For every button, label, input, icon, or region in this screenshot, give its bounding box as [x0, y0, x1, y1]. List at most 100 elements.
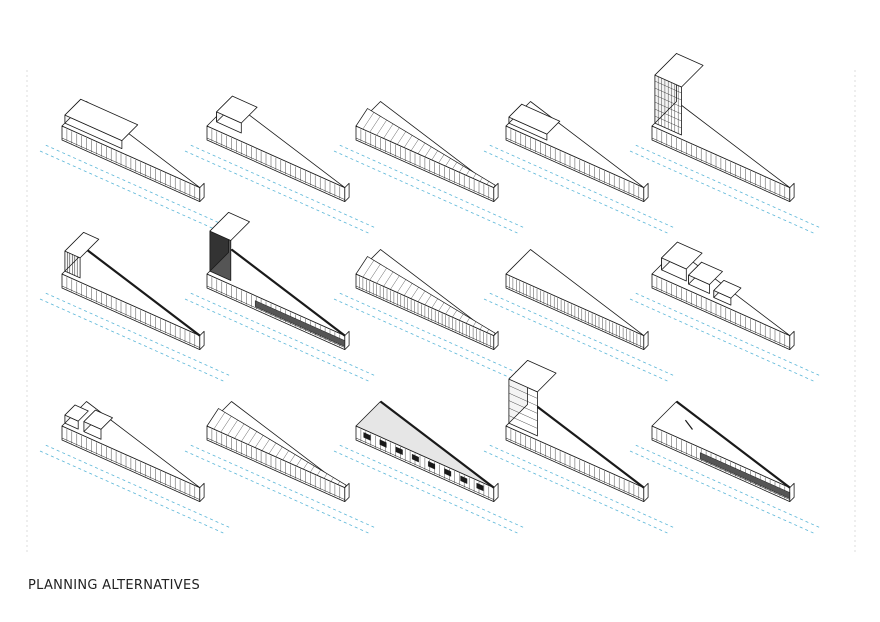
house-1-top: [64, 404, 89, 422]
alternative-model-5: [629, 53, 820, 234]
checker-window: [444, 468, 452, 477]
ridge-rib: [241, 427, 251, 442]
slab-end-face: [789, 482, 795, 503]
ridge-rib: [417, 142, 426, 154]
plinth-line: [505, 137, 644, 200]
alternative-model-9: [483, 249, 674, 382]
ridge-rib: [438, 302, 445, 312]
ridge-rib: [466, 317, 470, 324]
ridge-rib: [362, 260, 375, 278]
plinth-line: [355, 285, 494, 348]
plinth-line: [61, 137, 200, 200]
slab-end-face: [493, 330, 499, 351]
tower-floor: [508, 415, 538, 429]
ridge-rib: [261, 439, 270, 451]
ridge-rib: [310, 465, 315, 473]
alternative-model-4: [483, 101, 674, 234]
ridge-rib: [452, 310, 458, 318]
tower-transom: [654, 108, 682, 122]
slab-end-face: [643, 182, 649, 203]
ridge-rib: [323, 473, 328, 479]
slab-end-face: [643, 482, 649, 503]
ridge-rib: [376, 119, 387, 136]
plinth-line: [206, 137, 345, 200]
ridge-rib: [268, 442, 277, 454]
ridge-slope: [355, 108, 496, 188]
ridge-rib: [472, 173, 477, 179]
ridge-rib: [330, 477, 334, 482]
ridge-heavy-line: [675, 400, 791, 489]
ridge-heavy-line: [379, 400, 495, 489]
folded-head-top: [216, 95, 258, 124]
slab-end-face: [199, 482, 205, 503]
ridge-rib: [424, 294, 432, 305]
alternative-model-15: [629, 400, 820, 534]
tower-top: [654, 53, 704, 88]
slab-end-face: [643, 330, 649, 351]
tower-transom: [654, 101, 682, 115]
house-2-top: [83, 409, 113, 430]
alternative-model-14: [483, 359, 674, 534]
tower-floor: [508, 385, 538, 399]
box-2-top: [688, 261, 723, 285]
ridge-rib: [410, 139, 419, 151]
ridge-rib: [452, 162, 458, 170]
block-1-top: [508, 103, 561, 135]
diagram-caption: PLANNING ALTERNATIVES: [28, 578, 201, 593]
checker-window: [476, 482, 484, 492]
ridge-rib: [479, 325, 483, 330]
ridge-rib: [417, 290, 426, 302]
plinth-line: [206, 285, 345, 348]
tower-transom: [654, 115, 682, 129]
ridge-rib: [431, 150, 438, 160]
alternative-model-12: [184, 401, 375, 534]
ridge-rib: [445, 158, 451, 167]
tower-transom: [654, 94, 682, 108]
slab-end-face: [344, 482, 350, 503]
slab-end-face: [199, 182, 205, 203]
ridge-rib: [472, 321, 477, 327]
slab-end-face: [789, 182, 795, 203]
plinth-line: [505, 437, 644, 500]
plinth-line: [355, 437, 494, 500]
ridge-slope: [206, 408, 347, 488]
slab-end-face: [344, 182, 350, 203]
ridge-rib: [438, 154, 445, 164]
dark-band: [254, 300, 346, 347]
ridge-rib: [383, 123, 394, 139]
checker-window: [395, 446, 403, 455]
ridge-rib: [424, 146, 432, 157]
ridge-rib: [296, 458, 302, 467]
checker-window: [428, 461, 436, 470]
ridge-rib: [317, 469, 321, 476]
ridge-rib: [369, 264, 381, 281]
plinth-line: [505, 285, 644, 348]
box-3-top: [713, 279, 742, 299]
box-1-top: [661, 241, 703, 270]
tower-floor: [508, 392, 538, 407]
ridge-rib: [466, 169, 470, 176]
tower-transom: [654, 80, 682, 94]
wedge-roof: [505, 249, 645, 337]
ridge-rib: [390, 127, 400, 142]
checker-window: [379, 439, 387, 448]
ridge-rib: [479, 177, 483, 182]
tower-transom: [654, 87, 682, 101]
checker-window: [411, 453, 419, 463]
ridge-rib: [390, 275, 400, 290]
ridge-rib: [486, 329, 489, 333]
ridge-rib: [410, 287, 419, 299]
tall-tower-top: [508, 359, 557, 393]
checker-window: [363, 432, 371, 441]
plinth-line: [355, 137, 494, 200]
alternative-model-8: [333, 249, 524, 382]
dark-tower-top: [209, 211, 250, 241]
ridge-rib: [289, 454, 296, 464]
alternative-model-2: [184, 95, 375, 234]
plinth-line: [651, 285, 790, 348]
ridge-rib: [431, 298, 438, 308]
ridge-rib: [234, 423, 245, 439]
slab-end-face: [789, 330, 795, 351]
plinth-line: [651, 437, 790, 500]
